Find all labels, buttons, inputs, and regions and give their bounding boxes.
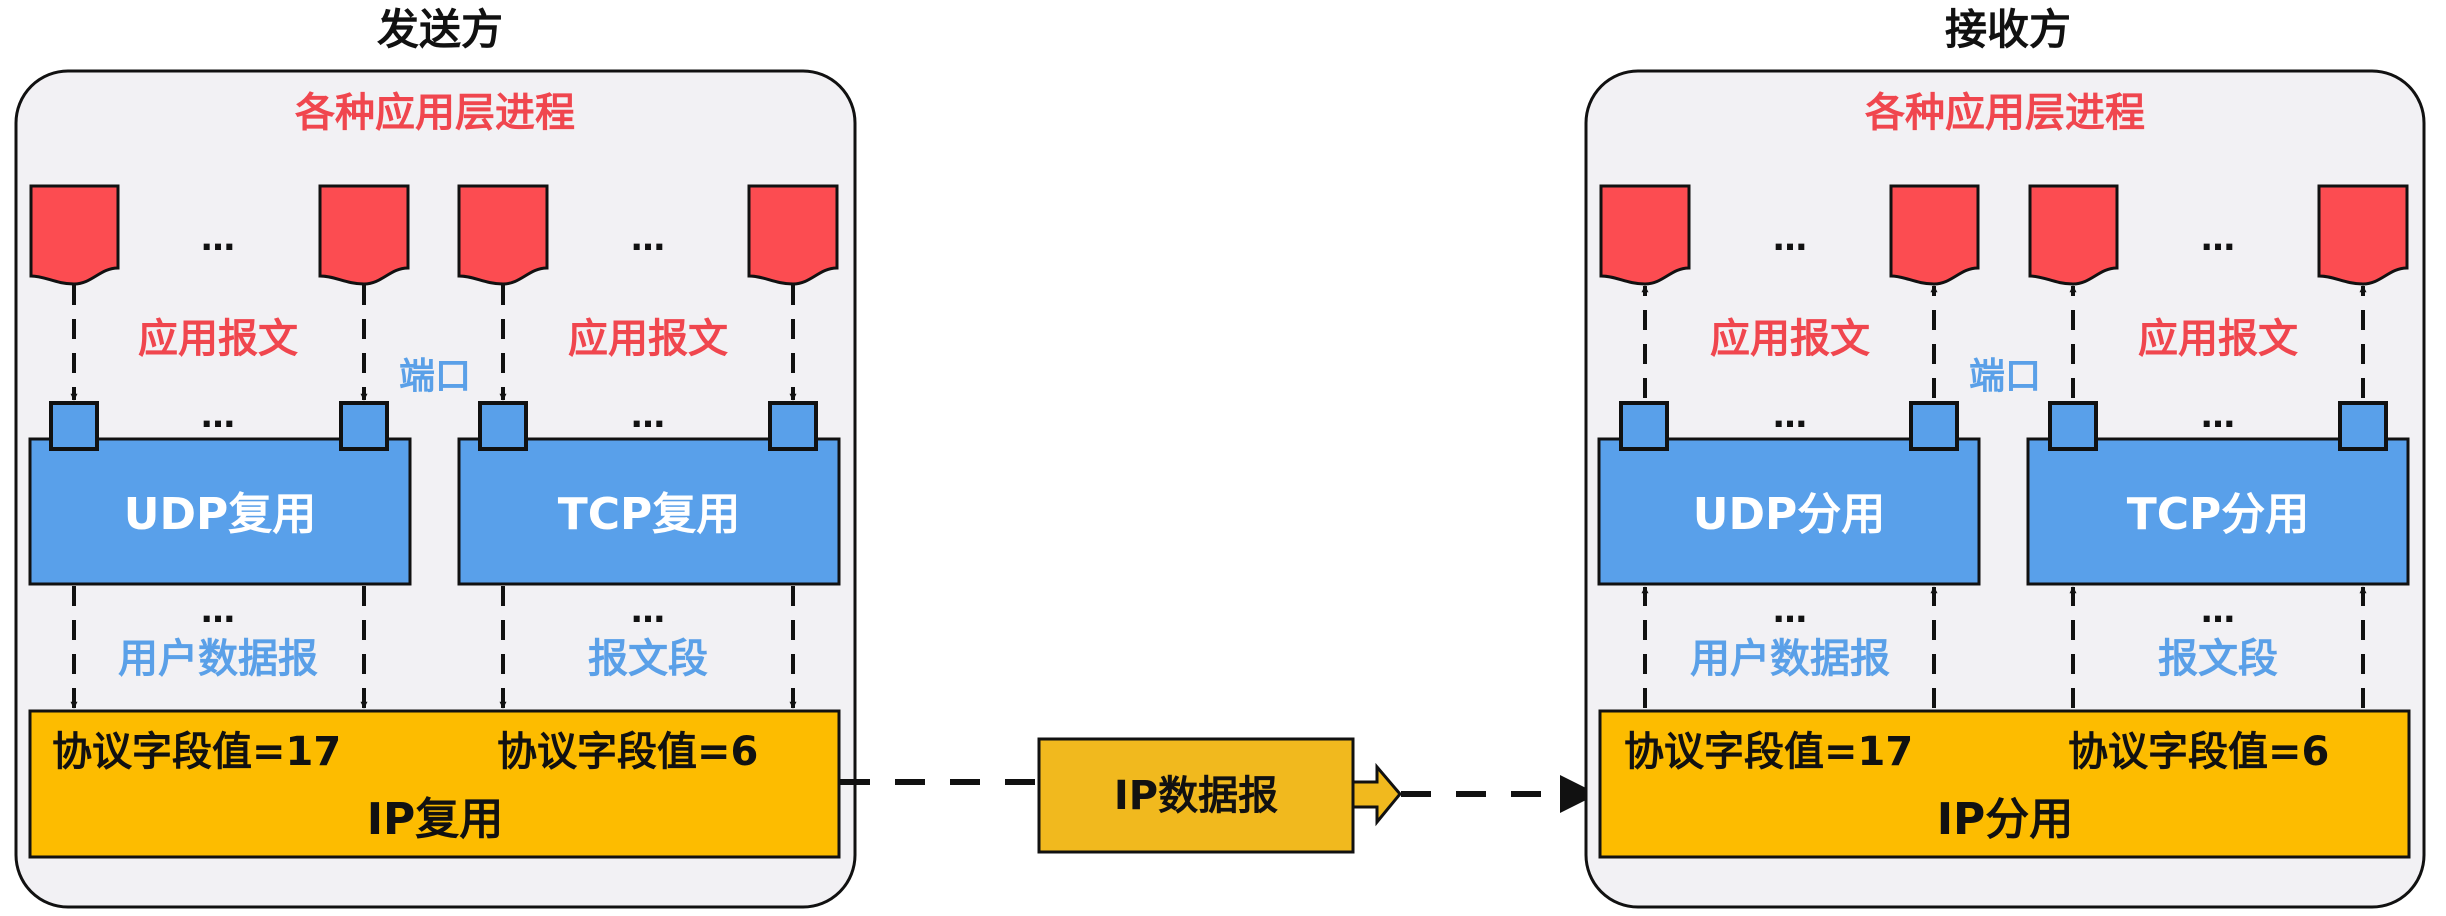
sender-udp-protocol-field: 协议字段值=17 xyxy=(52,729,341,775)
document-icon xyxy=(29,184,120,286)
sender-ip-box-label: IP复用 xyxy=(367,794,504,845)
sender-tcp-pdu-label: 报文段 xyxy=(588,636,708,682)
receiver-udp-box-label: UDP分用 xyxy=(1693,489,1886,540)
sender-panel: 发送方 各种应用层进程 … … 应用报文 应用报文 端口 UDP复用 TCP复用 xyxy=(14,5,857,909)
ellipsis: … xyxy=(631,396,665,436)
port-icon xyxy=(768,401,818,451)
datagram-arrow-icon xyxy=(1351,762,1402,827)
sender-tcp-box xyxy=(457,437,841,586)
port-icon xyxy=(2338,401,2388,451)
ellipsis: … xyxy=(2201,219,2235,259)
receiver-ip-box xyxy=(1598,709,2411,859)
receiver-app-message-label: 应用报文 xyxy=(1710,316,1870,362)
sender-panel-frame xyxy=(14,69,857,909)
port-icon xyxy=(478,401,528,451)
ellipsis: … xyxy=(1773,219,1807,259)
receiver-port-label: 端口 xyxy=(1969,356,2041,397)
receiver-tcp-protocol-field: 协议字段值=6 xyxy=(2068,729,2329,775)
ip-datagram-label: IP数据报 xyxy=(1114,773,1278,819)
ellipsis: … xyxy=(631,219,665,259)
transfer-path: IP数据报 xyxy=(840,737,1598,854)
port-icon xyxy=(339,401,389,451)
sender-udp-box xyxy=(28,437,412,586)
ellipsis: … xyxy=(2201,396,2235,436)
sender-ip-box xyxy=(28,709,841,859)
port-icon xyxy=(2048,401,2098,451)
receiver-tcp-box-label: TCP分用 xyxy=(2127,489,2310,540)
document-icon xyxy=(318,184,410,286)
document-icon xyxy=(2317,184,2409,286)
sender-tcp-protocol-field: 协议字段值=6 xyxy=(497,729,758,775)
arrowhead-icon xyxy=(1560,775,1598,813)
sender-app-arrows xyxy=(70,285,797,401)
receiver-udp-protocol-field: 协议字段值=17 xyxy=(1624,729,1913,775)
document-icon xyxy=(1889,184,1980,286)
receiver-app-message-label: 应用报文 xyxy=(2138,316,2298,362)
sender-app-processes: … … xyxy=(29,184,839,286)
receiver-udp-box xyxy=(1597,437,1981,586)
document-icon xyxy=(457,184,549,286)
sender-app-message-label: 应用报文 xyxy=(138,316,298,362)
document-icon xyxy=(747,184,839,286)
receiver-udp-pdu-label: 用户数据报 xyxy=(1690,636,1890,682)
ellipsis: … xyxy=(201,396,235,436)
receiver-app-layer-label: 各种应用层进程 xyxy=(1865,90,2145,136)
port-icon xyxy=(1619,401,1669,451)
sender-title: 发送方 xyxy=(377,5,503,54)
receiver-app-processes: … … xyxy=(1599,184,2409,286)
receiver-tcp-box xyxy=(2026,437,2410,586)
ellipsis: … xyxy=(201,591,235,631)
receiver-tcp-pdu-label: 报文段 xyxy=(2158,636,2278,682)
document-icon xyxy=(1599,184,1691,286)
receiver-panel: 接收方 各种应用层进程 … … 应用报文 应用报文 端口 UDP分用 TCP分用… xyxy=(1584,5,2426,909)
ellipsis: … xyxy=(1773,396,1807,436)
receiver-ip-box-label: IP分用 xyxy=(1937,794,2074,845)
sender-tcp-box-label: TCP复用 xyxy=(558,489,741,540)
receiver-panel-frame xyxy=(1584,69,2426,909)
port-icon xyxy=(1909,401,1959,451)
ellipsis: … xyxy=(1773,591,1807,631)
port-icon xyxy=(49,401,99,451)
ellipsis: … xyxy=(201,219,235,259)
sender-app-layer-label: 各种应用层进程 xyxy=(295,90,575,136)
ellipsis: … xyxy=(631,591,665,631)
receiver-app-arrows xyxy=(1641,285,2367,398)
receiver-title: 接收方 xyxy=(1945,5,2071,54)
sender-udp-pdu-label: 用户数据报 xyxy=(118,636,318,682)
document-icon xyxy=(2028,184,2119,286)
ellipsis: … xyxy=(2201,591,2235,631)
sender-app-message-label: 应用报文 xyxy=(568,316,728,362)
sender-port-label: 端口 xyxy=(399,356,471,397)
sender-udp-box-label: UDP复用 xyxy=(124,489,317,540)
